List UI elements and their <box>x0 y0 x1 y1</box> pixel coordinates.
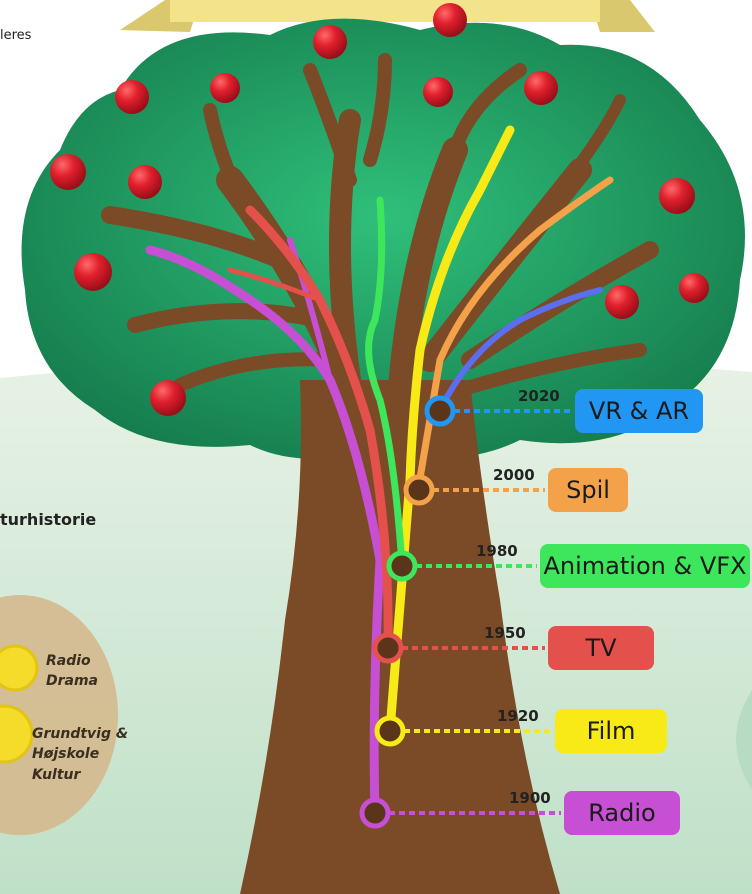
timeline-node <box>427 398 453 424</box>
banner <box>170 0 600 22</box>
timeline-tag-film[interactable]: Film <box>555 709 667 753</box>
grundtvig-label: Grundtvig & Højskole Kultur <box>32 724 128 785</box>
radio-drama-label: Radio Drama <box>46 651 98 692</box>
timeline-node <box>389 553 415 579</box>
timeline-year-1900: 1900 <box>509 789 551 807</box>
radio-drama-label-line-1: Radio <box>46 651 98 671</box>
top-text-fragment: leres <box>0 28 31 43</box>
timeline-node <box>377 718 403 744</box>
timeline-tag-vr-ar[interactable]: VR & AR <box>575 389 703 433</box>
grundtvig-label-line-3: Kultur <box>32 765 128 785</box>
timeline-tag-animation-vfx[interactable]: Animation & VFX <box>540 544 750 588</box>
timeline-year-1950: 1950 <box>484 624 526 642</box>
timeline-node <box>375 635 401 661</box>
timeline-year-1920: 1920 <box>497 707 539 725</box>
grundtvig-label-line-1: Grundtvig & <box>32 724 128 744</box>
timeline-year-2000: 2000 <box>493 466 535 484</box>
timeline-node <box>406 477 432 503</box>
timeline-tag-radio[interactable]: Radio <box>564 791 680 835</box>
timeline-tag-spil[interactable]: Spil <box>548 468 628 512</box>
timeline-tag-tv[interactable]: TV <box>548 626 654 670</box>
history-text-fragment: turhistorie <box>0 510 96 529</box>
timeline-year-2020: 2020 <box>518 387 560 405</box>
radio-drama-node <box>0 646 37 690</box>
radio-drama-label-line-2: Drama <box>46 671 98 691</box>
grundtvig-label-line-2: Højskole <box>32 744 128 764</box>
timeline-year-1980: 1980 <box>476 542 518 560</box>
timeline-node <box>362 800 388 826</box>
